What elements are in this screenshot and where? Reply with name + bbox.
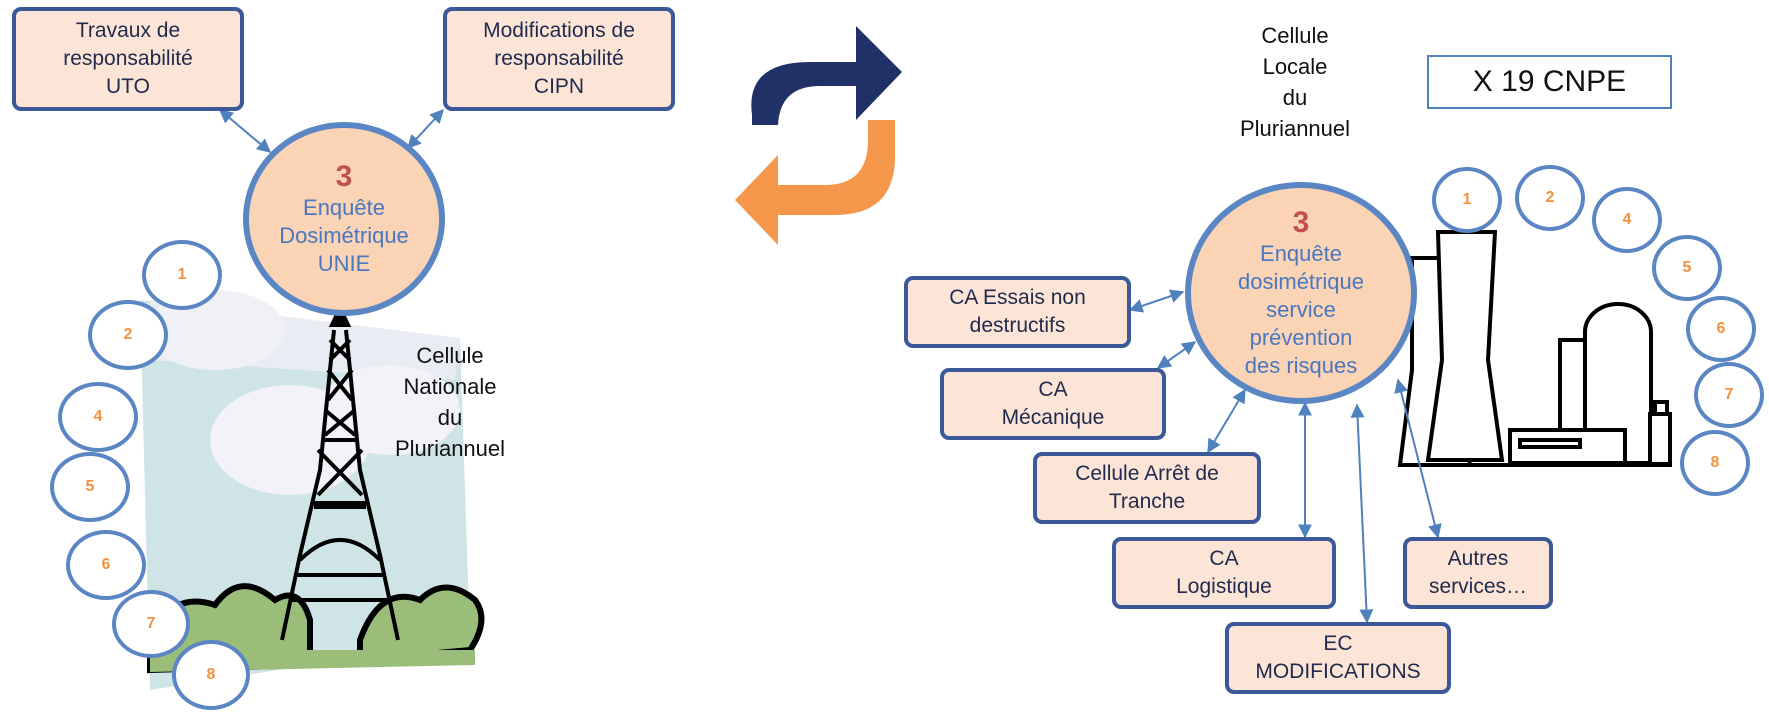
step-circle: 4 [1592,187,1662,253]
connector-mecanique [1156,341,1197,369]
box-line: Autres [1447,547,1509,570]
label-line: du [437,405,463,430]
circle-line: UNIE [317,251,371,276]
box-line: Modifications de [483,19,635,42]
box-line: Travaux de [75,19,181,42]
connector-uto [218,109,272,153]
cellule-locale-label: Cellule Locale du Pluriannuel [1225,20,1365,144]
label-line: Nationale [403,374,497,399]
box-modifications-cipn: Modifications de responsabilité CIPN [443,7,675,111]
circle-number: 3 [1292,206,1310,239]
step-circle: 4 [58,382,138,452]
step-circle: 6 [66,530,146,600]
box-line: Logistique [1176,575,1272,598]
step-circle: 2 [88,300,168,370]
step-circle: 5 [50,452,130,522]
label-line: Cellule [416,343,484,368]
label-line: du [1282,85,1308,110]
connector-autres [1394,378,1442,539]
circle-line: service [1266,297,1336,322]
circle-line: dosimétrique [1238,269,1364,294]
circle-line: Enquête [1260,241,1342,266]
step-circle: 2 [1515,165,1585,231]
circle-line: Enquête [303,195,385,220]
circle-line: des risques [1244,353,1358,378]
box-line: responsabilité [494,47,624,70]
step-circle: 6 [1686,296,1756,362]
box-line: CA [1038,378,1068,401]
box-line: CA [1209,547,1239,570]
box-line: UTO [106,75,150,98]
step-circle: 8 [1680,430,1750,496]
label-line: Locale [1262,54,1328,79]
step-circle: 7 [112,590,190,658]
label-line: Pluriannuel [394,436,506,461]
connector-cipn [407,108,444,150]
nuclear-plant-clipart [1397,230,1672,467]
box-line: Mécanique [1001,406,1105,429]
enquete-prevention-circle: 3 Enquête dosimétrique service préventio… [1185,182,1417,404]
box-line: destructifs [969,314,1066,337]
step-circle: 8 [172,640,250,710]
box-ca-mecanique: CA Mécanique [940,368,1166,440]
box-line: CIPN [533,75,585,98]
cellule-nationale-label: Cellule Nationale du Pluriannuel [380,340,520,464]
circle-line: Dosimétrique [279,223,409,248]
box-line: Tranche [1108,490,1186,513]
box-line: MODIFICATIONS [1255,660,1421,683]
box-ec-modifications: EC MODIFICATIONS [1225,622,1451,694]
box-ca-logistique: CA Logistique [1112,537,1336,609]
exchange-arrows [735,26,902,245]
circle-number: 3 [335,160,353,193]
connector-arret [1207,388,1246,454]
step-circle: 7 [1694,362,1764,428]
enquete-unie-circle: 3 Enquête Dosimétrique UNIE [243,122,445,316]
connector-ec [1350,403,1374,624]
box-line: CA Essais non [949,286,1086,309]
box-travaux-uto: Travaux de responsabilité UTO [12,7,244,111]
label-line: Cellule [1261,23,1329,48]
box-line: Cellule Arrêt de [1075,462,1219,485]
box-cellule-arret: Cellule Arrêt de Tranche [1033,452,1261,524]
connector-essais [1128,289,1185,313]
step-circle: 1 [142,240,222,310]
label-line: Pluriannuel [1239,116,1351,141]
step-circle: 5 [1652,235,1722,301]
cnpe-label: X 19 CNPE [1427,55,1672,109]
box-line: EC [1323,632,1353,655]
box-line: services… [1428,575,1528,598]
box-line: responsabilité [63,47,193,70]
box-ca-essais: CA Essais non destructifs [904,276,1131,348]
step-circle: 1 [1432,167,1502,233]
circle-line: prévention [1249,325,1353,350]
box-autres-services: Autres services… [1403,537,1553,609]
